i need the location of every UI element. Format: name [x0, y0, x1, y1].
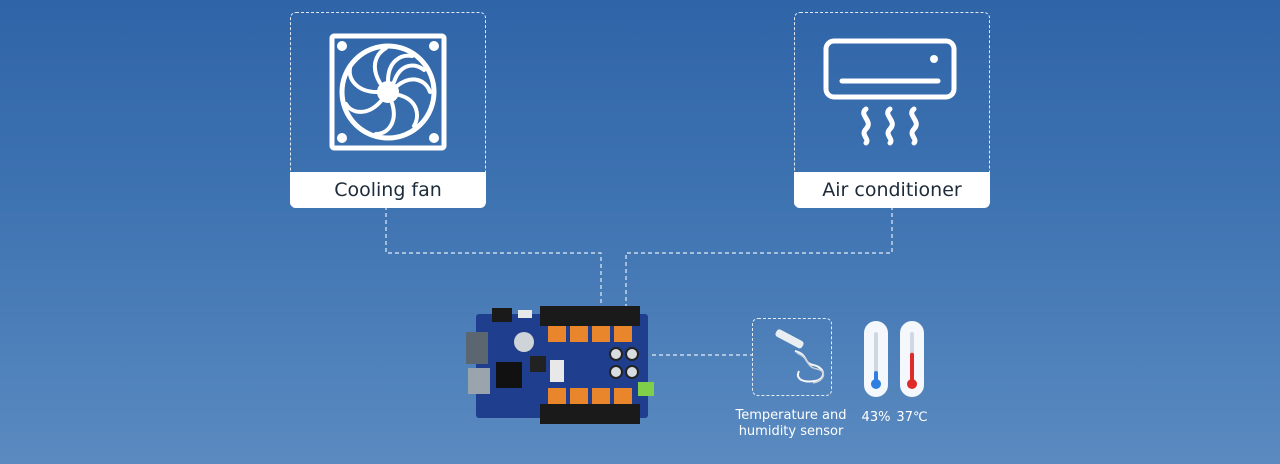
temperature-thermometer-icon — [899, 320, 925, 398]
ac-connector-line — [625, 206, 893, 310]
sensor-label-line1: Temperature and — [735, 408, 847, 423]
humidity-thermometer-icon — [863, 320, 889, 398]
temperature-bulb — [907, 379, 917, 389]
humidity-reading: 43% — [861, 410, 891, 425]
fan-connector-line — [385, 206, 602, 310]
temperature-level-fill — [910, 352, 914, 384]
cooling-fan-label: Cooling fan — [290, 172, 486, 208]
sensor-label: Temperature and humidity sensor — [726, 408, 856, 440]
cooling-fan-card: Cooling fan — [290, 12, 486, 208]
temperature-reading: 37℃ — [896, 410, 928, 425]
air-conditioner-card: Air conditioner — [794, 12, 990, 208]
air-conditioner-label: Air conditioner — [794, 172, 990, 208]
sensor-box — [752, 318, 832, 396]
air-conditioner-icon — [795, 13, 989, 171]
sensor-probe-icon — [775, 329, 825, 384]
sensor-label-line2: humidity sensor — [738, 424, 844, 439]
control-board-image — [466, 302, 656, 428]
humidity-bulb — [871, 379, 881, 389]
cooling-fan-icon — [291, 13, 485, 171]
